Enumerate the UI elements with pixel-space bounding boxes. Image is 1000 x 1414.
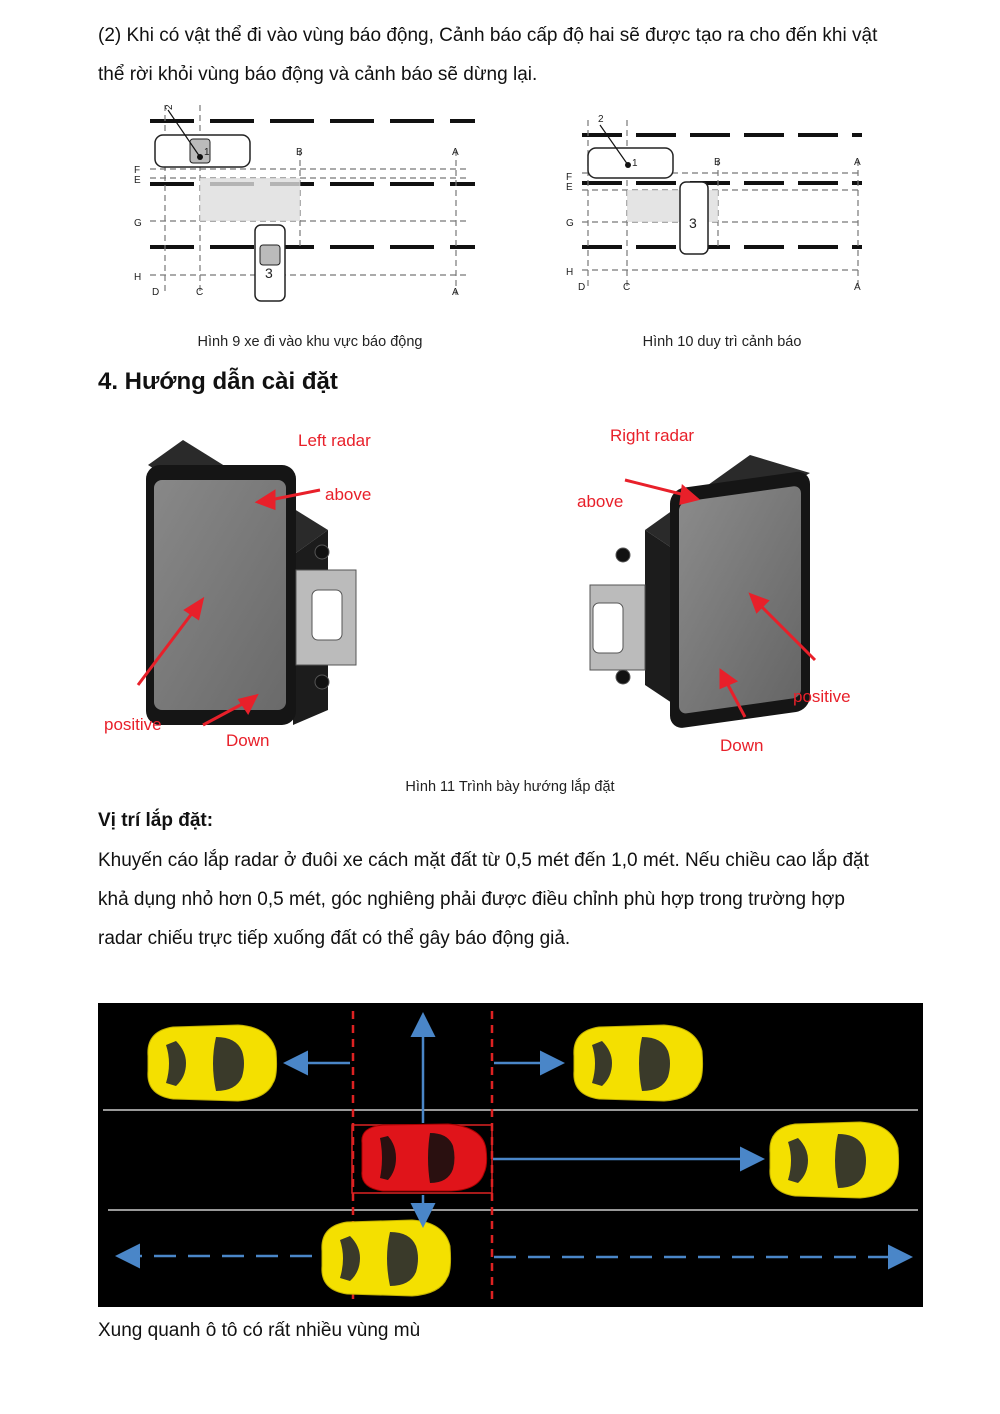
label-1: 1 [632,158,638,169]
label-C: C [623,282,630,293]
right-above-label: above [577,492,623,511]
install-line-1: Khuyến cáo lắp radar ở đuôi xe cách mặt … [98,850,869,871]
label-B: B [296,147,303,158]
car-red-ego [351,1123,493,1194]
label-A-top: A [452,147,459,158]
label-A-top: A [854,157,861,168]
intro-line-2: thể rời khỏi vùng báo động và cảnh báo s… [98,64,538,85]
install-line-2: khả dụng nhỏ hơn 0,5 mét, góc nghiêng ph… [98,889,845,910]
figure-9-caption: Hình 9 xe đi vào khu vực báo động [197,334,423,350]
label-G: G [134,218,142,229]
left-radar-illustration: Left radar above positive Down [104,431,371,750]
label-3: 3 [265,265,273,281]
label-D: D [152,287,159,298]
label-H: H [566,267,573,278]
label-E: E [134,175,141,186]
figure-11-caption: Hình 11 Trình bày hướng lắp đặt [405,779,615,795]
label-3: 3 [689,215,697,231]
label-D: D [578,282,585,293]
right-radar-illustration: Right radar above positive Down [577,426,851,755]
car-bottom-left [321,1219,452,1297]
right-positive-label: positive [793,687,851,706]
left-above-label: above [325,485,371,504]
figure-10-diagram: 2 1 3 F E G H D C B A A [566,114,862,293]
car-top-left [147,1024,278,1102]
left-positive-label: positive [104,715,162,734]
label-2: 2 [164,104,175,110]
label-E: E [566,182,573,193]
label-G: G [566,218,574,229]
label-2: 2 [598,114,604,125]
intro-line-1: (2) Khi có vật thể đi vào vùng báo động,… [98,25,878,46]
figure-10-caption: Hình 10 duy trì cảnh báo [642,334,802,350]
install-line-3: radar chiếu trực tiếp xuống đất có thể g… [98,928,571,949]
left-radar-title: Left radar [298,431,371,450]
label-H: H [134,272,141,283]
section-title: 4. Hướng dẫn cài đặt [98,368,338,395]
right-radar-title: Right radar [610,426,694,445]
label-F: F [134,165,140,176]
left-down-label: Down [226,731,269,750]
install-heading: Vị trí lắp đặt: [98,810,214,831]
right-down-label: Down [720,736,763,755]
label-F: F [566,172,572,183]
label-1: 1 [204,147,210,158]
figure-9-diagram: 2 1 3 F E G H D C B A A [134,104,475,302]
label-C: C [196,287,203,298]
label-B: B [714,157,721,168]
label-A-bottom: A [854,282,861,293]
car-middle-right [769,1121,900,1199]
blindspot-caption: Xung quanh ô tô có rất nhiều vùng mù [98,1320,421,1341]
label-A-bottom: A [452,287,459,298]
blindspot-diagram [98,1003,923,1307]
car-top-right [573,1024,704,1102]
